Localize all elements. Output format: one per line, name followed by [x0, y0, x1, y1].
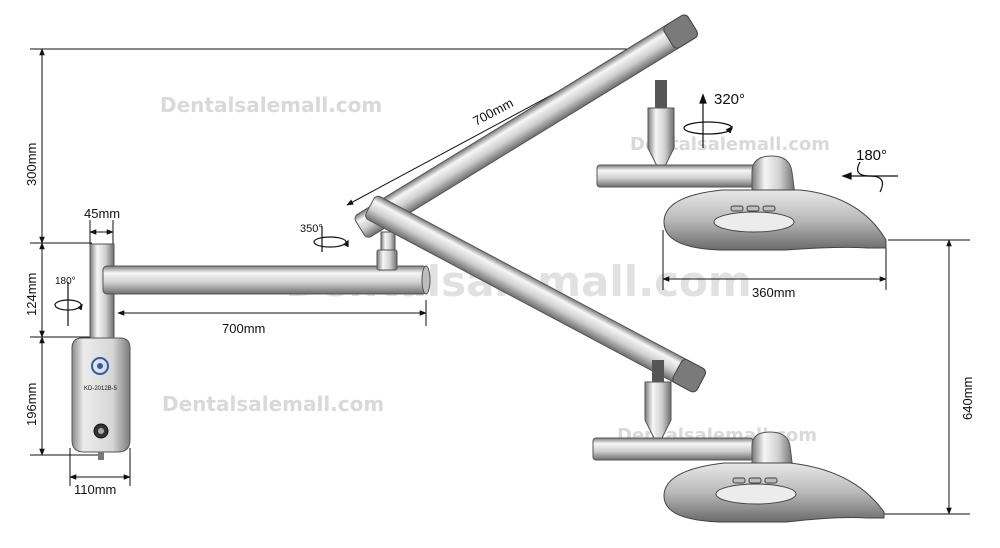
dim-post-width: 45mm	[84, 206, 120, 221]
rot-wall: 180°	[55, 276, 76, 287]
rot-head-vertical: 320°	[714, 91, 745, 108]
head-tilt-rotation-icon	[841, 161, 898, 193]
upper-arm	[354, 14, 698, 238]
rot-head-tilt: 180°	[856, 147, 887, 164]
dim-lamp-width: 360mm	[752, 285, 795, 300]
head-vertical-rotation-icon	[683, 93, 734, 148]
wall-rotation-icon	[54, 282, 83, 326]
arm-joint	[376, 231, 398, 271]
dimension-lines	[30, 25, 970, 515]
wall-mount	[71, 243, 431, 460]
upper-lamp-head	[663, 155, 887, 251]
watermark: Dentalsalemall.com	[162, 392, 384, 416]
dim-height-mid: 124mm	[24, 273, 39, 316]
power-knob	[93, 423, 109, 439]
model-label: KD-2012B-5	[84, 386, 118, 392]
dim-lamp-drop: 640mm	[960, 377, 975, 420]
dim-height-upper: 300mm	[24, 143, 39, 186]
rot-joint: 350°	[300, 223, 323, 235]
dim-lower-arm: 700mm	[222, 321, 265, 336]
watermark: Dentalsalemall.com	[160, 93, 382, 117]
upper-lamp-yoke	[596, 80, 758, 188]
lower-lamp-yoke	[592, 360, 754, 461]
dim-height-base: 196mm	[24, 383, 39, 426]
joint-rotation-icon	[313, 226, 349, 252]
lower-lamp-head	[663, 431, 885, 523]
dim-base-width: 110mm	[74, 482, 116, 497]
lower-arm	[365, 195, 706, 393]
power-logo-icon	[91, 357, 109, 375]
